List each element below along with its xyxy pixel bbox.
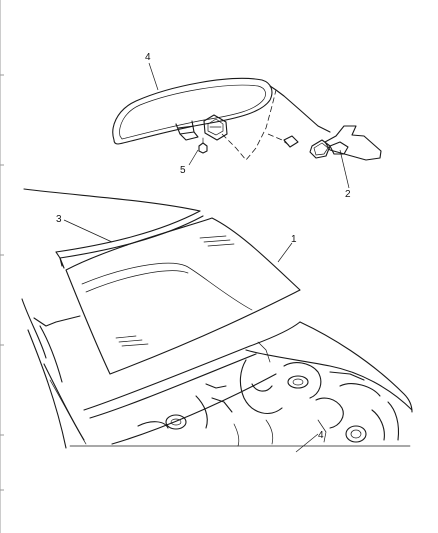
mirror-mounting-button (203, 114, 228, 141)
callout-4-mirror: 4 (145, 52, 151, 63)
glass-reflection-marks (115, 235, 235, 347)
windshield-upper-molding (23, 188, 204, 269)
vehicle-body (21, 298, 413, 449)
callout-1-windshield: 1 (291, 234, 297, 245)
callout-2-module: 2 (345, 189, 351, 200)
callout-leaders (63, 62, 350, 453)
overhead-sensor-module (309, 125, 382, 161)
callout-4-bottom: 4 (318, 430, 324, 441)
rearview-mirror (112, 77, 273, 145)
mirror-screw (198, 137, 208, 154)
windshield-glass (65, 217, 301, 375)
callout-3-molding: 3 (56, 214, 62, 225)
callout-labels: 4 5 2 3 1 4 (56, 52, 351, 441)
page-edge-ticks (0, 0, 4, 533)
mirror-wiring (221, 85, 331, 161)
callout-5-screw: 5 (180, 165, 186, 176)
